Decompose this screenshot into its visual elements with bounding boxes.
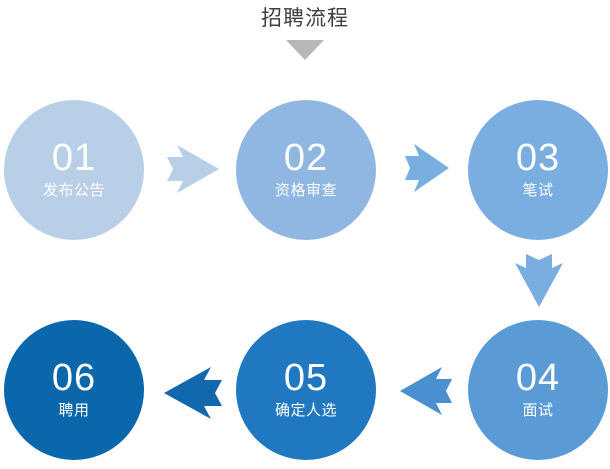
flow-node-label: 聘用: [58, 402, 90, 419]
flow-node-number: 06: [51, 357, 97, 399]
arrow-left-icon-04-to-05: [396, 365, 454, 417]
arrow-down-icon-03-to-04: [514, 252, 564, 308]
flow-node-04[interactable]: 04 面试: [468, 320, 608, 460]
flow-node-02[interactable]: 02 资格审查: [236, 100, 376, 240]
flow-node-label: 笔试: [522, 182, 554, 199]
flow-node-number: 02: [283, 137, 329, 179]
arrow-right-icon-02-to-03: [404, 143, 450, 193]
flow-node-number: 03: [515, 137, 561, 179]
arrow-left-icon-05-to-06: [160, 365, 224, 421]
flow-node-number: 01: [51, 137, 97, 179]
flow-node-number: 04: [515, 357, 561, 399]
down-caret-icon: [286, 40, 324, 60]
flow-node-label: 资格审查: [274, 182, 337, 199]
flow-node-06[interactable]: 06 聘用: [4, 320, 144, 460]
flow-node-number: 05: [283, 357, 329, 399]
diagram-title-block: 招聘流程: [0, 4, 610, 60]
flow-node-03[interactable]: 03 笔试: [468, 100, 608, 240]
flow-node-01[interactable]: 01 发布公告: [4, 100, 144, 240]
arrow-right-icon-01-to-02: [165, 143, 221, 195]
flow-node-05[interactable]: 05 确定人选: [236, 320, 376, 460]
flow-node-label: 面试: [522, 402, 554, 419]
flow-node-label: 确定人选: [274, 402, 337, 419]
flow-node-label: 发布公告: [42, 182, 105, 199]
page-title: 招聘流程: [261, 7, 349, 30]
